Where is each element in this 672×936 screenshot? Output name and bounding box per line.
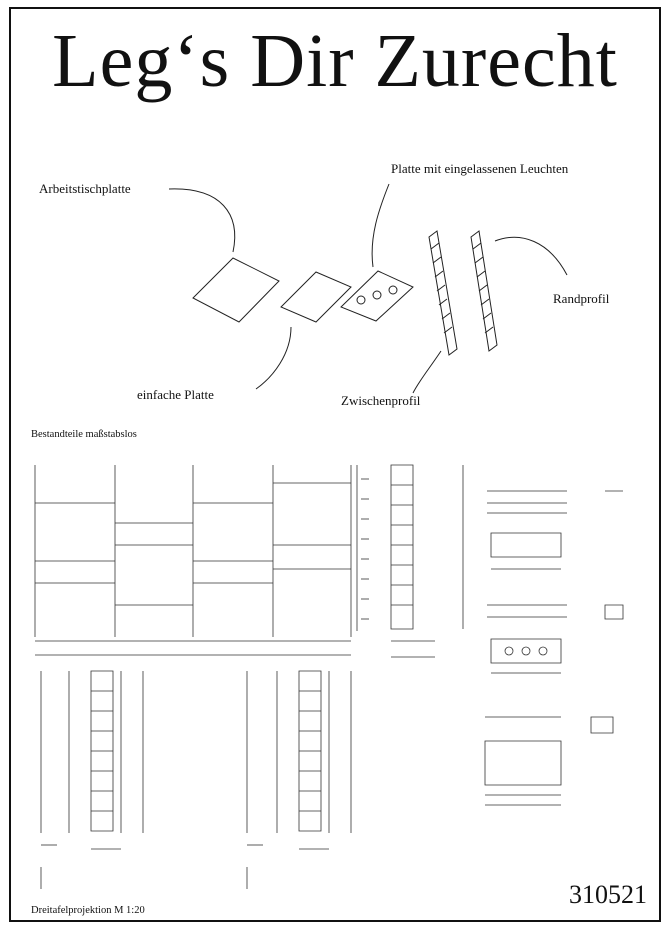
section-components-caption: Bestandteile maßstabslos [31, 429, 137, 440]
leader-einfache-platte [256, 327, 291, 389]
lamp-hole [389, 286, 397, 294]
lamp-hole [373, 291, 381, 299]
poster-sheet: Leg‘s Dir Zurecht [9, 7, 661, 922]
poster-title: Leg‘s Dir Zurecht [52, 19, 618, 103]
sheet-number: 310521 [569, 880, 647, 909]
label-randprofil: Randprofil [553, 291, 610, 306]
simple-plate-shape [281, 272, 351, 322]
leader-leuchten-platte [372, 184, 389, 267]
side-dimension-column [357, 465, 369, 631]
projection-drawing [11, 9, 661, 922]
leader-randprofil [495, 237, 567, 275]
leader-arbeitstisch [169, 189, 235, 252]
label-arbeitstischplatte: Arbeitstischplatte [39, 181, 131, 196]
label-platte-leuchten: Platte mit eingelassenen Leuchten [391, 161, 569, 176]
front-elevation [35, 465, 351, 655]
label-zwischenprofil: Zwischenprofil [341, 393, 421, 408]
lower-profile-elevations [41, 671, 351, 889]
workbench-top-shape [193, 258, 279, 322]
components-drawing [11, 9, 661, 922]
section-projection-caption: Dreitafelprojektion M 1:20 [31, 905, 145, 916]
lamp-hole [357, 296, 365, 304]
lighting-plate-shape [341, 271, 413, 321]
ladder-profile-elevation [391, 465, 463, 657]
plate-projections [485, 491, 623, 805]
label-einfache-platte: einfache Platte [137, 387, 214, 402]
intermediate-profile-shape [429, 231, 457, 355]
edge-profile-shape [471, 231, 497, 351]
leader-zwischenprofil [413, 351, 441, 393]
